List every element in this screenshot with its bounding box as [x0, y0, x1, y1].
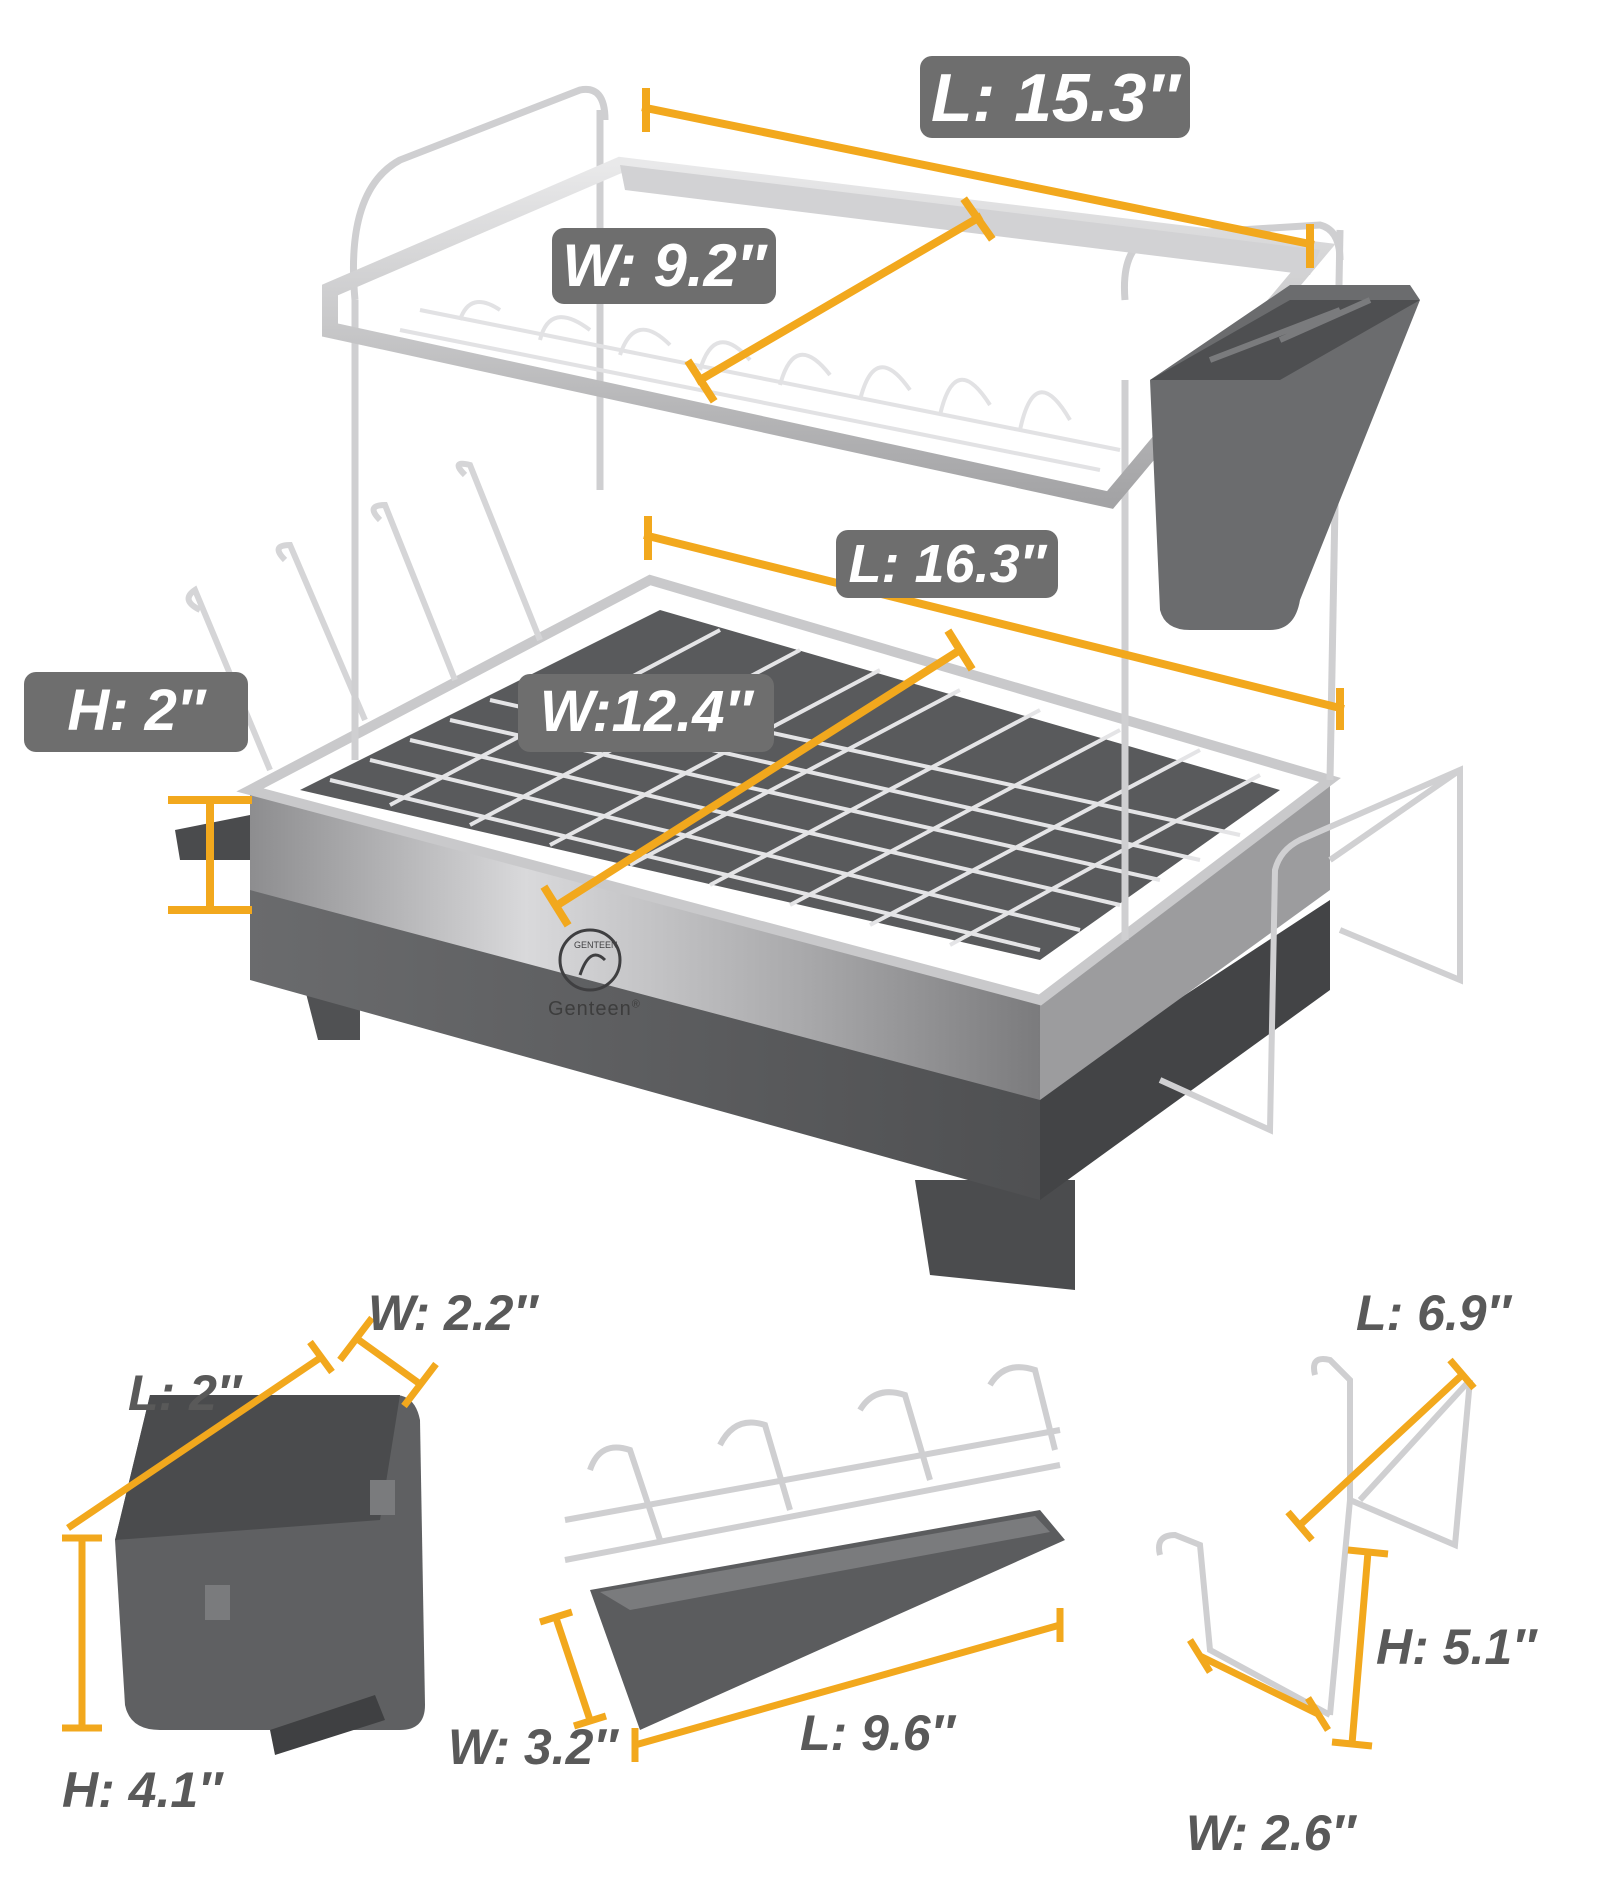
- label-tray-width: W: 3.2″: [448, 1719, 618, 1775]
- dim-lower-width: [540, 628, 976, 928]
- dim-upper-width: [684, 196, 996, 404]
- label-board-length: L: 6.9″: [1356, 1285, 1511, 1341]
- label-board-width: W: 2.6″: [1186, 1805, 1356, 1861]
- label-tray-length: L: 9.6″: [800, 1705, 955, 1761]
- dim-tray-length: [631, 1608, 1064, 1762]
- cup-holder-detail: [538, 1364, 1065, 1762]
- dim-board-length: [1285, 1357, 1477, 1543]
- logo-ring-text: GENTEEN: [574, 940, 618, 950]
- label-holder-height: H: 4.1″: [62, 1762, 223, 1818]
- tray-front-wall: [250, 790, 1040, 1100]
- base-foot-right: [915, 1180, 1075, 1290]
- rack-board-holder: [1158, 765, 1463, 1135]
- main-utensil-cup: [1150, 285, 1420, 630]
- label-holder-length: L: 2″: [128, 1365, 241, 1421]
- dim-holder-height: [62, 1534, 102, 1732]
- brand-registered-mark: ®: [631, 998, 641, 1011]
- label-tray-height: H: 2″: [24, 672, 248, 752]
- label-upper-width: W: 9.2″: [552, 228, 776, 304]
- base-right: [1040, 900, 1330, 1200]
- label-lower-width: W:12.4″: [518, 674, 774, 752]
- tray-right-wall: [1040, 780, 1330, 1100]
- dim-tray-width: [538, 1608, 608, 1730]
- dim-tray-height: [168, 796, 252, 914]
- dim-board-width: [1187, 1638, 1331, 1732]
- main-dimension-lines: [168, 88, 1345, 928]
- label-lower-length: L: 16.3″: [836, 530, 1058, 598]
- board-holder-detail: [1156, 1356, 1477, 1750]
- brand-logo: GENTEEN: [558, 928, 622, 992]
- plate-prongs: [185, 460, 543, 772]
- base-body: [250, 880, 1040, 1200]
- dim-holder-width: [337, 1315, 439, 1409]
- brand-name: Genteen: [548, 998, 632, 1020]
- dim-upper-length: [641, 88, 1315, 268]
- dim-board-height: [1331, 1546, 1389, 1750]
- label-board-height: H: 5.1″: [1376, 1619, 1537, 1675]
- dim-holder-length: [66, 1339, 335, 1531]
- label-holder-width: W: 2.2″: [368, 1285, 538, 1341]
- drip-tray: [590, 1510, 1065, 1730]
- dim-lower-length: [643, 516, 1345, 730]
- utensil-holder-detail: [62, 1315, 439, 1755]
- label-upper-length: L: 15.3″: [920, 56, 1190, 138]
- brand-wordmark: Genteen®: [548, 998, 641, 1021]
